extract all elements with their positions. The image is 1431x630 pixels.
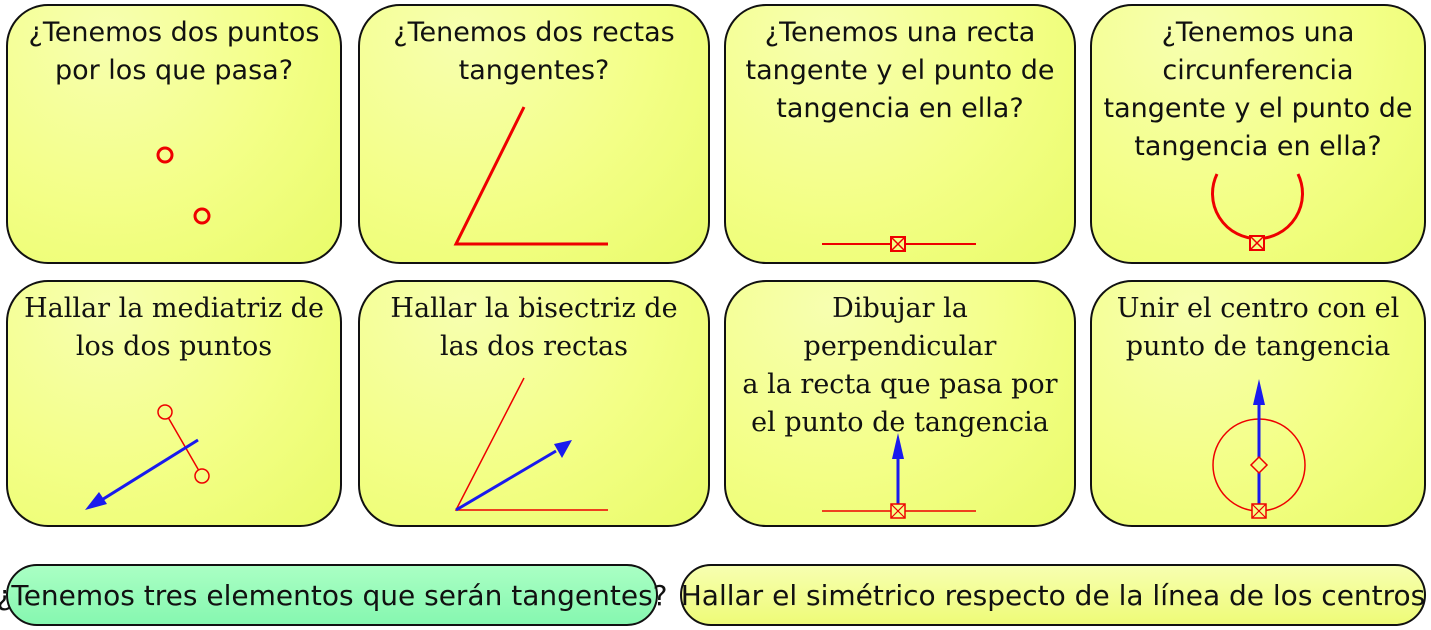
bisector-arrow: [99, 438, 199, 503]
circle-point-figure: [1211, 173, 1304, 251]
symmetric-answer: Hallar el simétrico respecto de la línea…: [680, 564, 1426, 626]
join-center-figure: [1212, 379, 1306, 519]
answer-text: Hallar la mediatriz de los dos puntos: [24, 293, 324, 362]
answer-text: Dibujar la perpendicular a la recta que …: [742, 293, 1058, 438]
answer-card-join-center: Unir el centro con el punto de tangencia: [1090, 280, 1426, 527]
answer-text: Hallar la bisectriz de las dos rectas: [390, 293, 678, 362]
tangent-circle-arc: [1211, 173, 1304, 241]
question-card-two-points: ¿Tenemos dos puntos por los que pasa?: [6, 4, 342, 264]
two-lines-figure: [453, 106, 608, 246]
answer-card-perpendicular-bisector: Hallar la mediatriz de los dos puntos: [6, 280, 342, 527]
point-marker: [157, 404, 173, 420]
tangent-lines: [453, 106, 608, 246]
point-marker: [194, 468, 210, 484]
question-card-line-and-point: ¿Tenemos una recta tangente y el punto d…: [724, 4, 1076, 264]
question-card-two-lines: ¿Tenemos dos rectas tangentes?: [358, 4, 710, 264]
angle-bisector-figure: [454, 377, 608, 512]
perpendicular-bisector-figure: [85, 404, 210, 510]
question-text: ¿Tenemos una circunferencia tangente y e…: [1103, 17, 1413, 162]
center-marker: [1249, 455, 1269, 475]
two-points-figure: [156, 146, 211, 225]
question-text: ¿Tenemos dos rectas tangentes?: [393, 17, 675, 86]
question-card-circle-and-point: ¿Tenemos una circunferencia tangente y e…: [1090, 4, 1426, 264]
question-text: ¿Tenemos una recta tangente y el punto d…: [745, 17, 1055, 124]
perpendicular-figure: [822, 433, 976, 519]
question-text: ¿Tenemos dos puntos por los que pasa?: [28, 17, 320, 86]
bisector-arrow: [455, 449, 557, 512]
answer-card-angle-bisector: Hallar la bisectriz de las dos rectas: [358, 280, 710, 527]
line-point-figure: [822, 236, 976, 252]
three-elements-question: ¿Tenemos tres elementos que serán tangen…: [0, 564, 668, 626]
answer-text: Unir el centro con el punto de tangencia: [1116, 293, 1400, 362]
answer-card-perpendicular: Dibujar la perpendicular a la recta que …: [724, 280, 1076, 527]
point-marker: [156, 146, 174, 164]
point-marker: [193, 207, 211, 225]
